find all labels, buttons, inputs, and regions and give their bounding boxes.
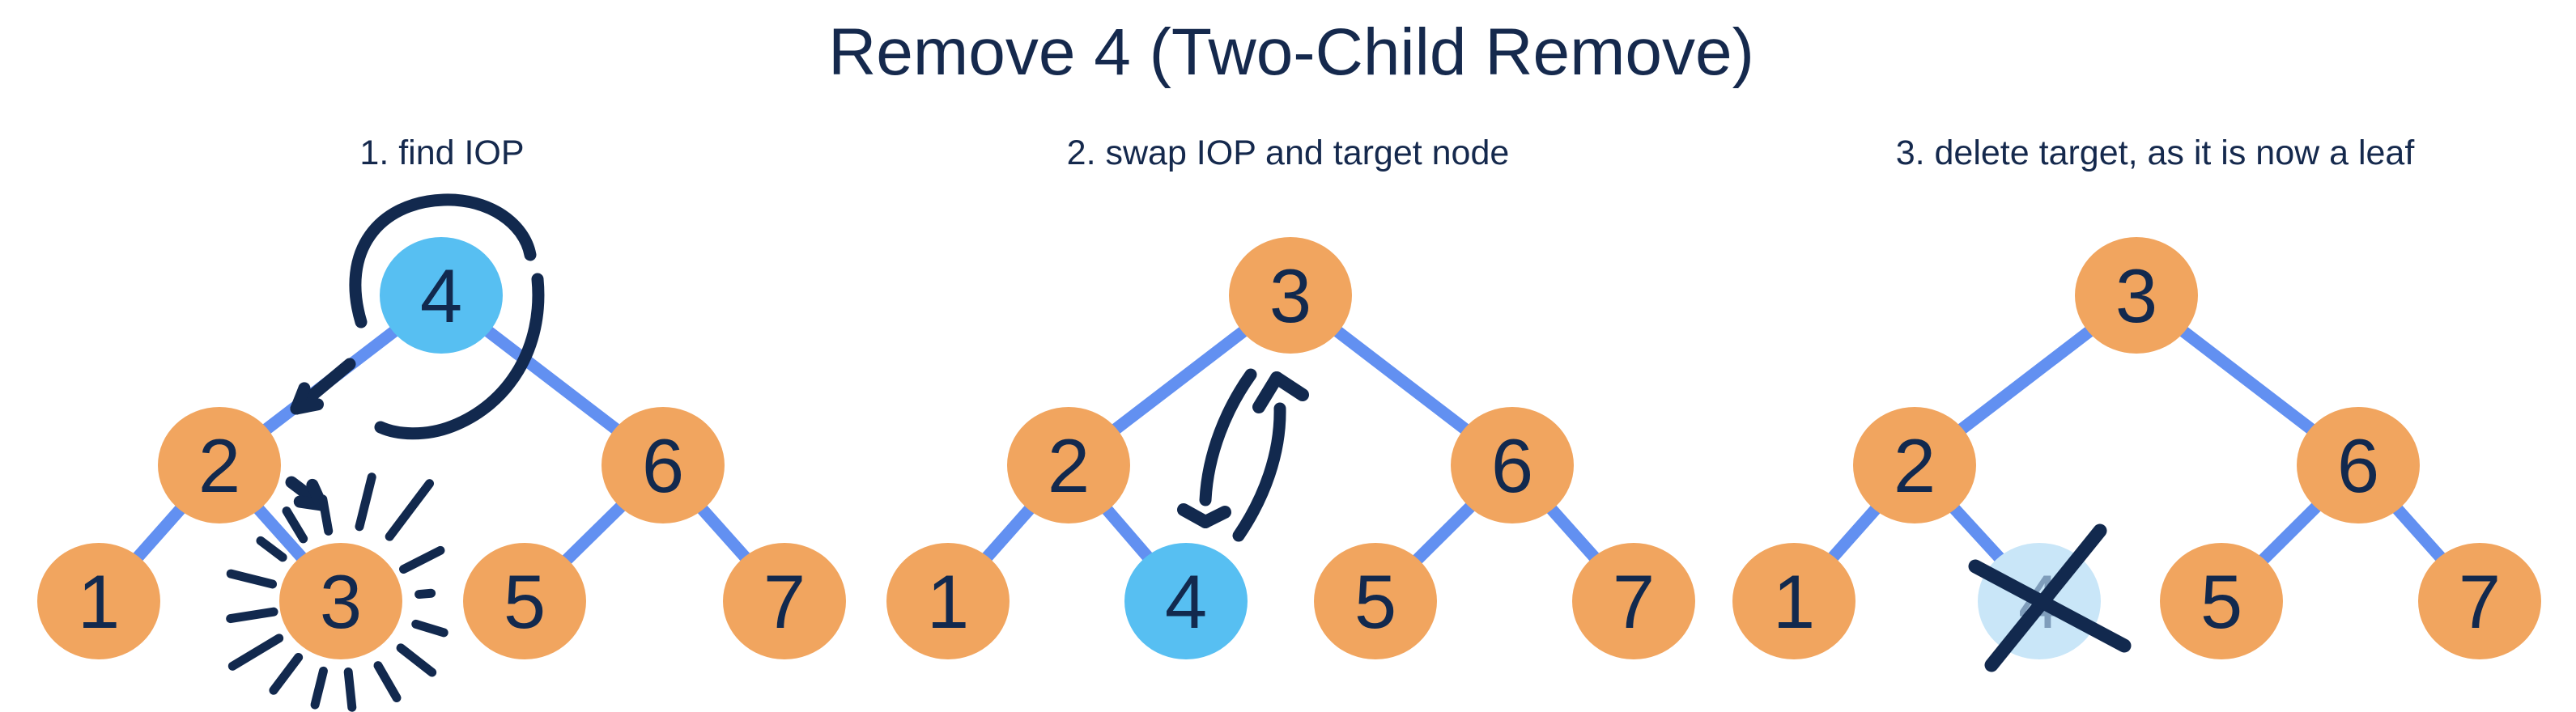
node-circle [2418,543,2541,659]
tree-panels: 426135732614573261457 [37,193,2541,712]
tree-node-3-normal: 3 [279,543,402,659]
iop-burst-ray [318,494,334,536]
panel-label-swap: 2. swap IOP and target node [1067,134,1510,172]
node-value: 6 [2337,423,2379,508]
tree-node-5-normal: 5 [2160,543,2283,659]
node-value: 1 [78,559,120,644]
diagram-title: Remove 4 (Two-Child Remove) [828,15,1754,89]
node-value: 4 [420,253,462,338]
node-value: 3 [1269,253,1311,338]
iop-burst-ray [385,479,435,541]
iop-burst-ray [343,668,357,712]
swap-arrow-up [1232,402,1286,542]
tree-node-6-normal: 6 [2297,407,2420,523]
iop-burst-ray [226,607,278,624]
node-circle [1853,407,1976,523]
node-circle [158,407,281,523]
tree-node-6-normal: 6 [601,407,725,523]
tree-nodes: 4 2 6 1 3 5 7 [37,237,846,659]
node-circle [279,543,402,659]
node-value: 3 [320,559,362,644]
iop-burst-ray [373,661,402,703]
panel-label-find-iop: 1. find IOP [359,134,524,172]
annotations [1968,523,2132,672]
tree-node-3-normal: 3 [2075,237,2198,354]
node-value: 2 [198,423,240,508]
tree-nodes: 3 2 6 1 4 5 7 [886,237,1695,659]
tree-node-4-highlight: 4 [1124,543,1248,659]
node-circle [1007,407,1130,523]
tree-node-2-normal: 2 [158,407,281,523]
node-circle [37,543,160,659]
iop-burst-ray [399,545,445,574]
swap-arrow-down [1199,368,1257,506]
panel-swap: 3 2 6 1 4 5 7 [886,237,1695,659]
iop-burst-ray [355,473,376,532]
node-value: 6 [1491,423,1533,508]
node-circle [886,543,1010,659]
emphasis-arc-top [349,193,537,328]
node-value: 6 [642,423,684,508]
swap-arrow-down-head [1199,506,1231,528]
node-circle [463,543,586,659]
node-circle [2297,407,2420,523]
node-circle [1314,543,1437,659]
node-circle [601,407,725,523]
node-value: 7 [1613,559,1655,644]
tree-node-7-normal: 7 [2418,543,2541,659]
node-circle [2160,543,2283,659]
tree-node-1-normal: 1 [886,543,1010,659]
node-circle [1572,543,1695,659]
iop-burst-ray [396,643,437,677]
node-circle [1124,543,1248,659]
tree-node-4-highlight: 4 [380,237,503,354]
node-value: 1 [1773,559,1815,644]
node-value: 5 [1354,559,1396,644]
annotations [226,193,545,712]
node-circle [1451,407,1574,523]
delete-cross [1968,559,2132,653]
panel-find-iop: 4 2 6 1 3 5 7 [37,193,846,712]
iop-burst-ray [414,588,436,600]
arrow-to-left-subtree-head [290,398,324,415]
node-circle [1229,237,1352,354]
tree-node-2-normal: 2 [1007,407,1130,523]
iop-burst-ray [256,536,287,562]
iop-burst-ray [282,506,308,544]
tree-node-5-normal: 5 [1314,543,1437,659]
node-circle [380,237,503,354]
node-circle [2075,237,2198,354]
tree-node-7-normal: 7 [723,543,846,659]
iop-burst-ray [226,569,278,589]
tree-node-6-normal: 6 [1451,407,1574,523]
tree-node-3-normal: 3 [1229,237,1352,354]
tree-node-1-normal: 1 [1732,543,1855,659]
tree-node-2-normal: 2 [1853,407,1976,523]
node-value: 3 [2115,253,2157,338]
annotations [1177,368,1309,542]
iop-burst-ray [227,634,284,671]
node-value: 2 [1048,423,1090,508]
iop-burst-ray [411,619,448,638]
node-value: 1 [927,559,969,644]
swap-arrow-up-head [1270,371,1309,401]
emphasis-arc-bottom [374,273,545,440]
tree-node-5-normal: 5 [463,543,586,659]
node-value: 7 [2459,559,2501,644]
node-value: 5 [504,559,546,644]
node-circle [1732,543,1855,659]
node-value: 5 [2200,559,2242,644]
iop-burst-ray [269,652,304,695]
node-value: 4 [1165,559,1207,644]
tree-node-7-normal: 7 [1572,543,1695,659]
tree-node-1-normal: 1 [37,543,160,659]
node-value: 2 [1894,423,1936,508]
panel-label-delete: 3. delete target, as it is now a leaf [1896,134,2416,172]
iop-burst-ray [310,666,328,710]
node-circle [723,543,846,659]
node-value: 7 [763,559,806,644]
